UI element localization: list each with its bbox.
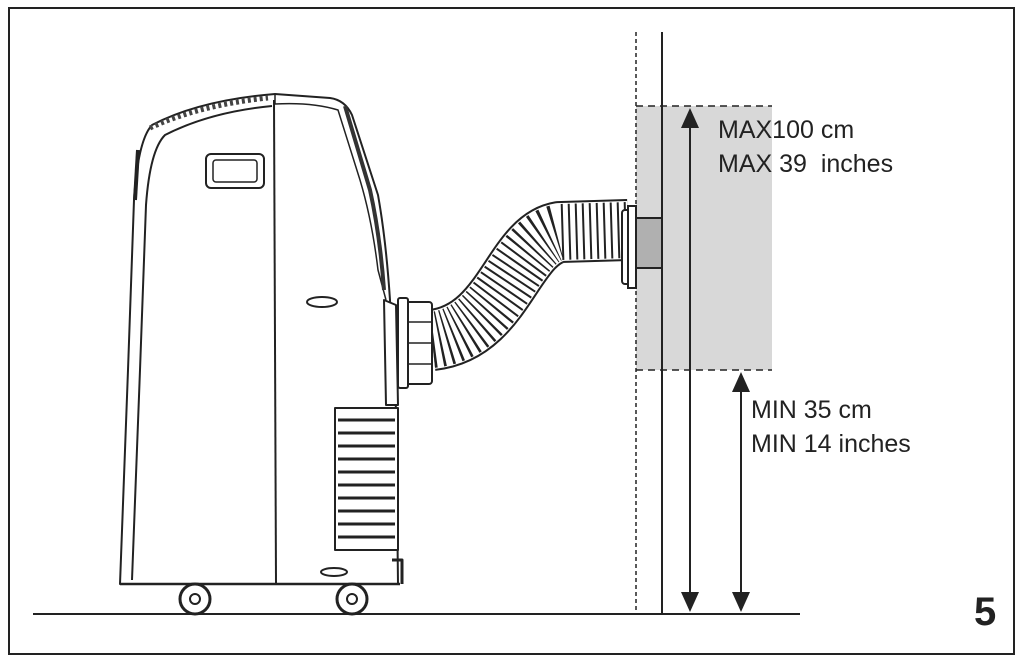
window-adapter [621,205,663,289]
max-dimension-arrow [681,108,699,612]
figure-number: 5 [974,590,996,634]
min-inches-label: MIN 14 inches [751,430,911,458]
wall [635,32,663,614]
figure-frame [8,7,1015,655]
exhaust-hose [426,199,629,371]
air-conditioner-unit [119,93,404,586]
min-dimension-arrow [732,372,750,612]
wheels [178,582,369,616]
hose-unit-connector [397,297,433,389]
max-cm-label: MAX100 cm [718,116,854,144]
max-inches-label: MAX 39 inches [718,150,893,178]
min-cm-label: MIN 35 cm [751,396,872,424]
